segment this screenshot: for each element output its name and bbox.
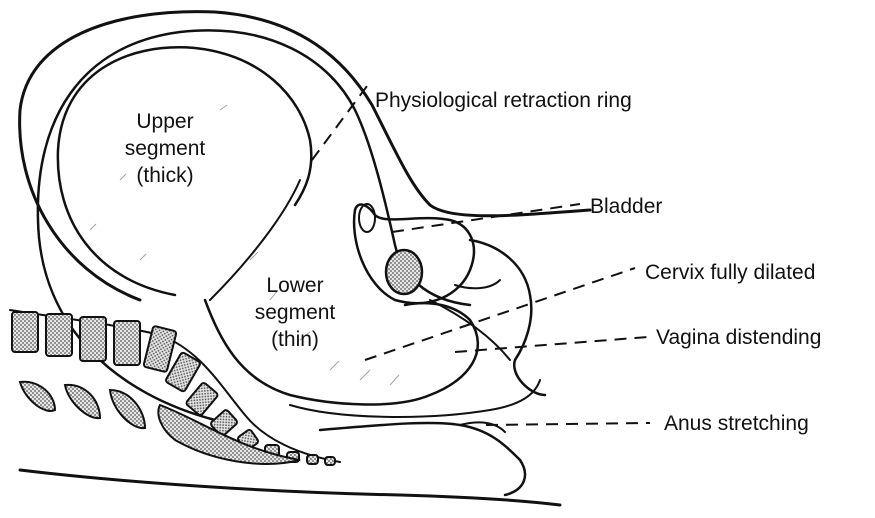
- upper-label-line-2: segment: [110, 135, 220, 162]
- skin-lower: [20, 470, 560, 505]
- pubic-symphysis: [470, 240, 545, 395]
- vertebra: [325, 457, 335, 465]
- bladder-lumen: [386, 250, 422, 294]
- lower-label-line-3: (thin): [240, 326, 350, 353]
- vertebra: [46, 314, 72, 356]
- label-bladder: Bladder: [590, 196, 662, 217]
- label-vagina: Vagina distending: [656, 327, 821, 348]
- fetal-head-lower: [290, 380, 540, 417]
- lower-segment-label: Lower segment (thin): [240, 272, 350, 353]
- vertebra: [114, 321, 140, 365]
- label-retraction-ring: Physiological retraction ring: [375, 90, 632, 111]
- upper-label-line-3: (thick): [110, 162, 220, 189]
- upper-label-line-1: Upper: [110, 108, 220, 135]
- vaginal-wall: [430, 300, 510, 360]
- upper-segment-label: Upper segment (thick): [110, 108, 220, 189]
- lower-label-line-2: segment: [240, 299, 350, 326]
- perineum: [320, 423, 525, 495]
- spinous-processes: [20, 382, 300, 464]
- vertebra: [80, 317, 106, 361]
- vertebra: [12, 312, 38, 352]
- leader-vagina: [455, 337, 648, 352]
- label-anus: Anus stretching: [664, 413, 809, 434]
- leader-lines: [312, 82, 650, 425]
- lower-label-line-1: Lower: [240, 272, 350, 299]
- leader-anus: [486, 423, 650, 425]
- vertebra: [185, 382, 218, 416]
- vertebra: [307, 455, 318, 464]
- label-cervix: Cervix fully dilated: [645, 262, 815, 283]
